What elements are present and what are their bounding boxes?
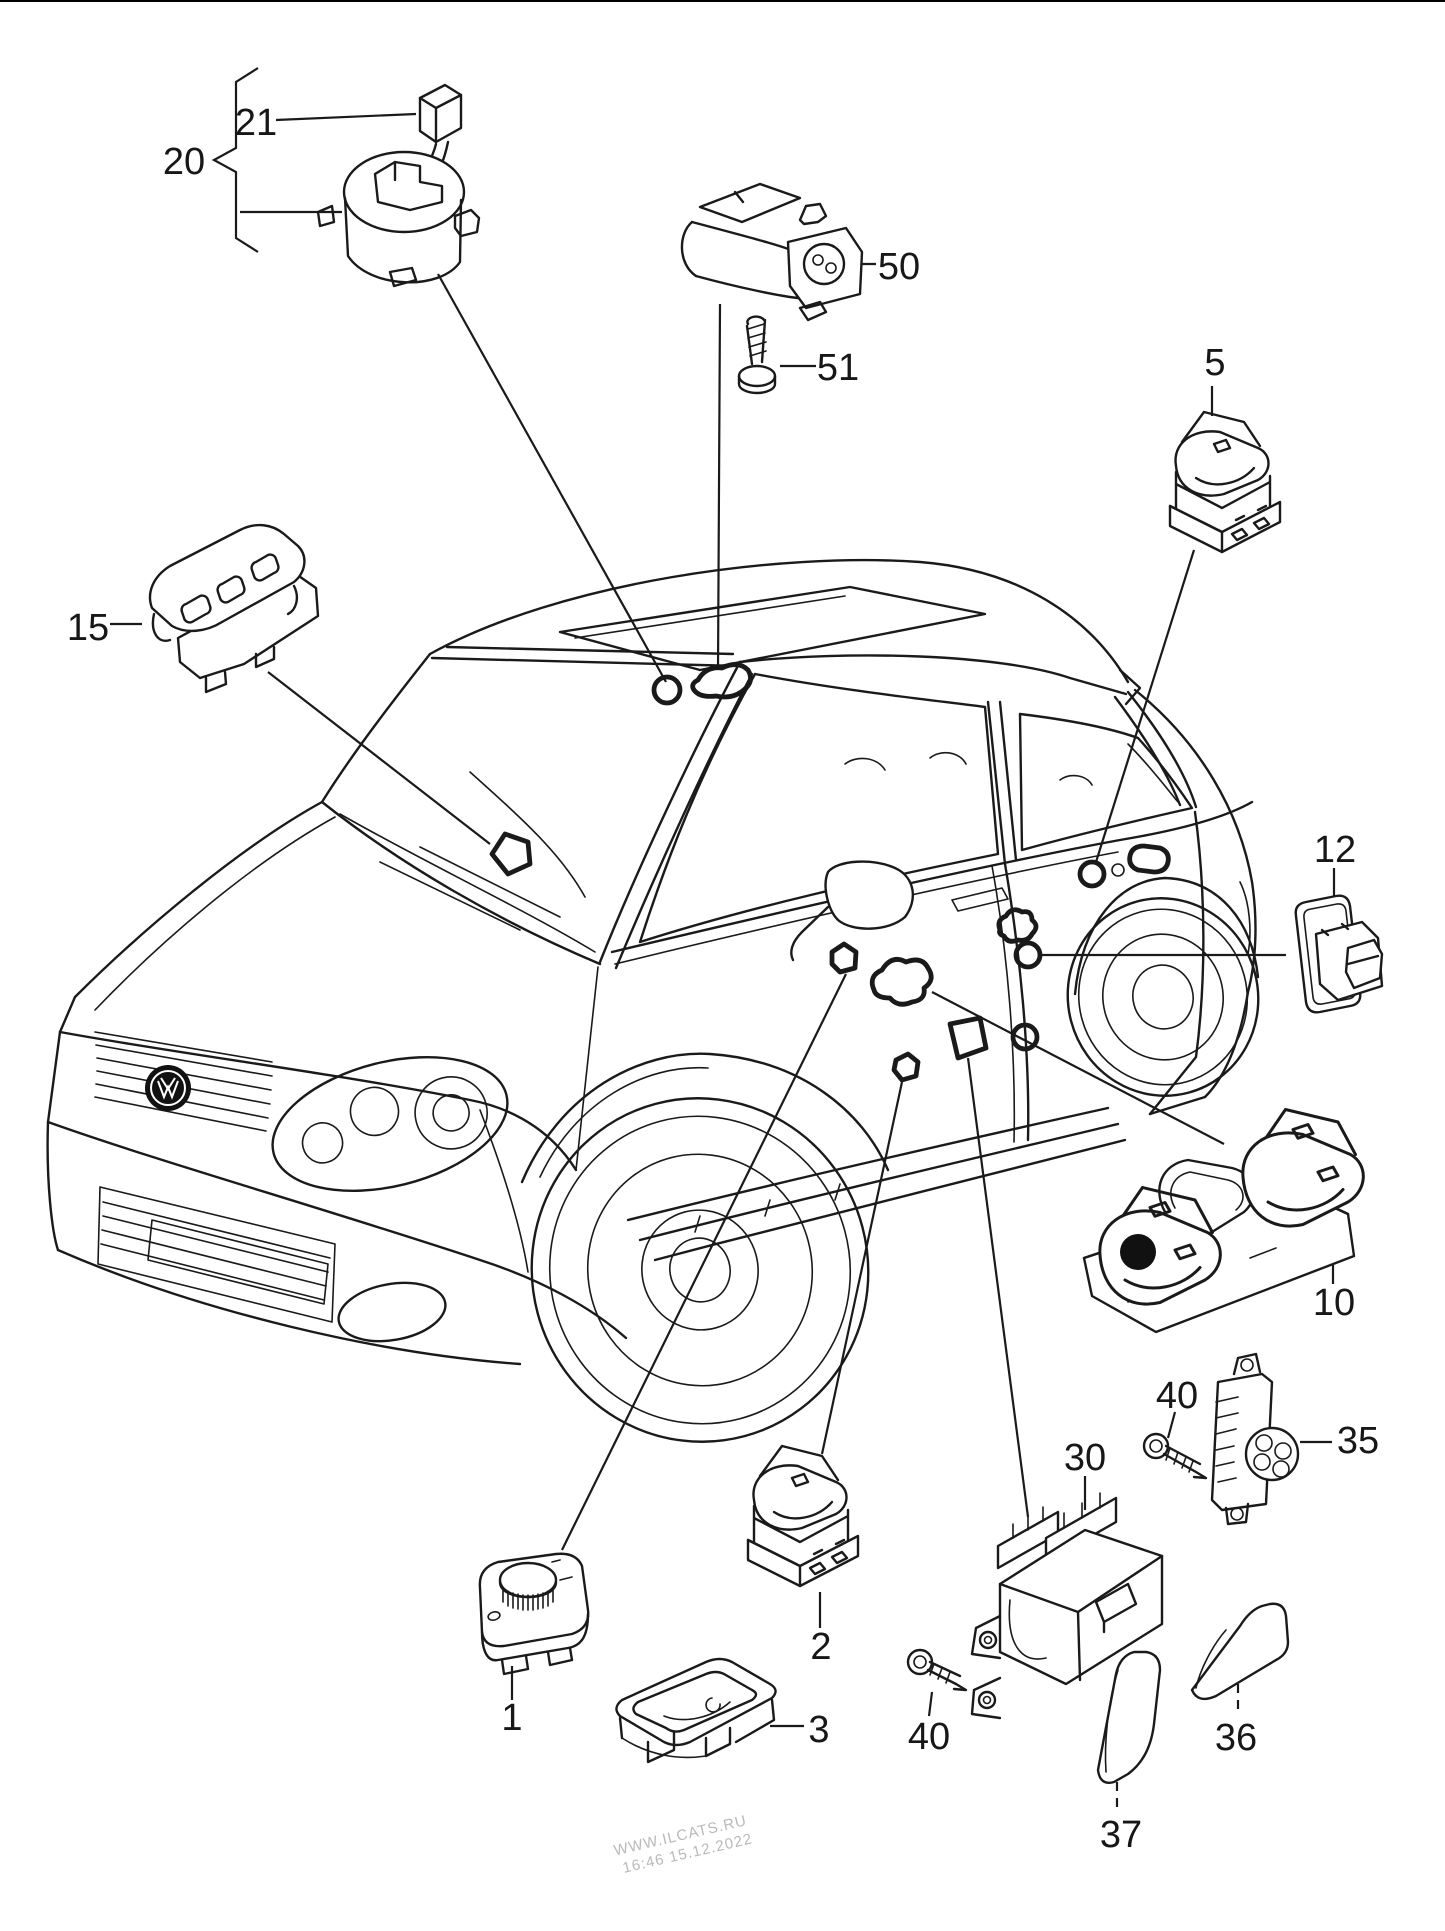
leader-40-lower xyxy=(927,1691,934,1717)
part-1-mirror-switch xyxy=(478,1552,590,1676)
leader-5-to-door xyxy=(1094,549,1196,863)
part-40-lower-screw xyxy=(906,1648,968,1692)
part-label-20: 20 xyxy=(163,141,205,183)
grommet-mirror-base xyxy=(829,941,859,975)
part-10-switch-bank xyxy=(1082,1108,1365,1334)
leader-40-upper xyxy=(1166,1411,1177,1439)
watermark: WWW.ILCATS.RU 16:46 15.12.2022 xyxy=(612,1812,754,1877)
part-label-40-upper: 40 xyxy=(1156,1375,1198,1417)
part-2-window-switch xyxy=(746,1444,860,1588)
part-label-35: 35 xyxy=(1337,1420,1379,1462)
leader-30 xyxy=(966,1057,1030,1518)
part-label-12: 12 xyxy=(1314,829,1356,871)
part-40-upper-screw xyxy=(1142,1432,1208,1480)
grommet-sill-large xyxy=(947,1015,989,1061)
part-label-30: 30 xyxy=(1064,1437,1106,1479)
rear-door-handle xyxy=(1127,843,1171,875)
part-5-window-switch xyxy=(1168,410,1282,554)
part-label-1: 1 xyxy=(501,1697,522,1739)
part-label-51: 51 xyxy=(817,347,859,389)
part-label-5: 5 xyxy=(1204,342,1225,384)
leader-21 xyxy=(275,112,417,122)
car-illustration xyxy=(46,558,1260,1443)
grommet-rear-door-edge xyxy=(996,907,1039,944)
part-51-screw xyxy=(737,315,777,395)
part-36-trim-cap xyxy=(1190,1602,1290,1701)
leader-2 xyxy=(820,1081,904,1455)
part-number-labels: 21 20 50 51 5 15 12 10 40 35 30 2 1 3 40… xyxy=(67,102,1379,1856)
part-3-switch-bezel xyxy=(615,1657,777,1764)
grommet-cowl xyxy=(489,831,533,877)
grommet-roof-large xyxy=(690,662,753,700)
leader-20-to-roof xyxy=(437,273,667,683)
part-20-21-roof-switch xyxy=(316,83,481,288)
part-30-control-module xyxy=(970,1492,1164,1720)
rear-wheel xyxy=(1066,897,1260,1097)
part-label-3: 3 xyxy=(808,1709,829,1751)
part-35-seat-switch xyxy=(1210,1352,1300,1526)
leader-50-to-roof xyxy=(716,303,722,671)
grommet-roof-round xyxy=(651,674,683,706)
part-label-37: 37 xyxy=(1100,1814,1142,1856)
part-label-36: 36 xyxy=(1215,1717,1257,1759)
front-wheel xyxy=(530,1097,870,1443)
part-label-50: 50 xyxy=(878,246,920,288)
grommet-front-door xyxy=(869,956,934,1007)
part-label-10: 10 xyxy=(1313,1282,1355,1324)
part-37-trim-cap xyxy=(1096,1650,1162,1784)
grommet-rear-door-upper xyxy=(1077,859,1107,889)
part-label-21: 21 xyxy=(235,102,277,144)
part-label-15: 15 xyxy=(67,607,109,649)
part-15-locking-switch xyxy=(148,523,320,694)
leader-15-to-cowl xyxy=(267,671,491,845)
part-12-switch xyxy=(1294,894,1384,1014)
part-label-40-lower: 40 xyxy=(908,1716,950,1758)
part-label-2: 2 xyxy=(810,1626,831,1668)
mounting-location-markers xyxy=(489,662,1171,1083)
grommet-rear-door-low xyxy=(1010,1022,1040,1052)
part-50-sunroof-motor xyxy=(680,182,864,322)
leader-10 xyxy=(931,991,1225,1145)
leader-1 xyxy=(561,973,847,1551)
grommet-sill-small xyxy=(891,1051,921,1083)
door-mirror xyxy=(824,860,914,930)
grommet-rear-door-round xyxy=(1013,940,1043,970)
brace-20 xyxy=(211,67,259,253)
highlight-dot xyxy=(1120,1234,1156,1270)
